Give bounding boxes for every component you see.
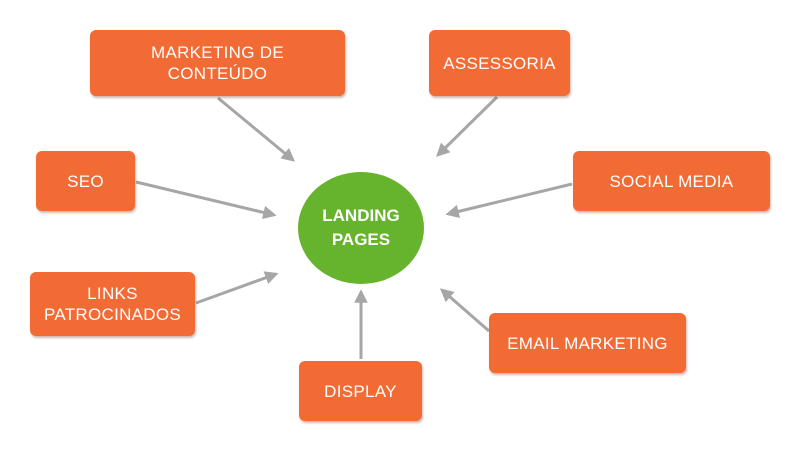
arrow-marketing-de-conteudo <box>217 96 296 162</box>
arrow-assessoria <box>436 95 499 157</box>
arrow-links-patrocinados <box>195 271 279 305</box>
node-assessoria: ASSESSORIA <box>429 30 570 96</box>
node-seo: SEO <box>36 151 135 211</box>
node-marketing-de-conteudo: MARKETING DE CONTEÚDO <box>90 30 345 96</box>
arrow-seo <box>135 180 277 220</box>
landing-pages-hub: LANDING PAGES <box>298 172 424 284</box>
node-social-media: SOCIAL MEDIA <box>573 151 770 211</box>
node-email-marketing: EMAIL MARKETING <box>489 313 686 373</box>
arrow-email-marketing <box>439 288 490 333</box>
node-display: DISPLAY <box>299 361 422 421</box>
arrow-social-media <box>445 182 573 219</box>
node-links-patrocinados: LINKS PATROCINADOS <box>30 272 195 336</box>
